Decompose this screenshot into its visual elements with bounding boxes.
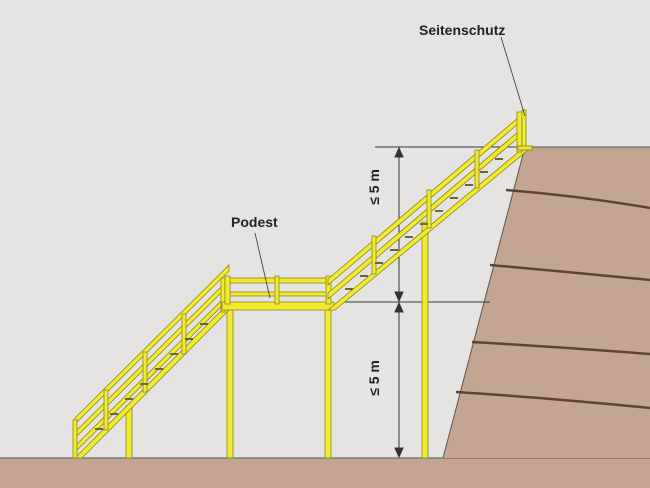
dimension-lines: [340, 146, 525, 459]
lower-stair-steps: [95, 323, 208, 430]
embankment: [443, 147, 650, 458]
upper-stair-steps: [345, 158, 503, 290]
soil-nails: [455, 188, 650, 410]
lower-height-label: ≤ 5 m: [365, 360, 382, 396]
lower-stair-flight: [72, 264, 230, 459]
upper-stair-flight: [326, 111, 530, 311]
ground: [0, 458, 650, 488]
landing-platform: [221, 275, 335, 311]
top-guardrail: [517, 109, 533, 151]
upper-height-label: ≤ 5 m: [365, 169, 382, 205]
leader-lines: [254, 36, 526, 299]
guardrail-label: Seitenschutz: [419, 22, 506, 38]
landing-label: Podest: [231, 214, 278, 230]
